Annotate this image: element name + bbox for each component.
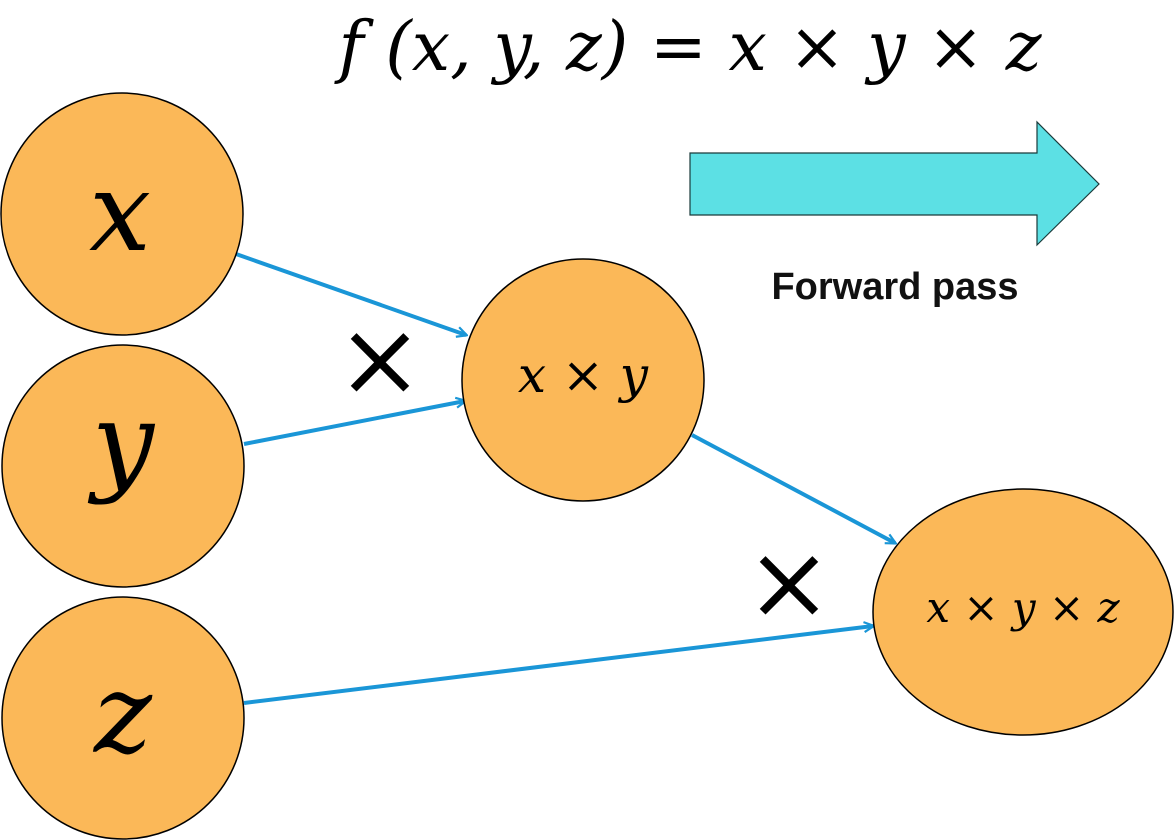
forward-pass-arrow-icon [689, 120, 1100, 247]
multiply-operator-1: × [336, 298, 423, 420]
multiply-operator-2: × [745, 521, 832, 643]
node-xy-circle [461, 258, 705, 502]
node-y-circle [1, 344, 245, 588]
node-xyz-ellipse [872, 488, 1174, 736]
node-xy-label: x × y [518, 346, 649, 404]
node-xyz: x × y × z [872, 488, 1174, 736]
edge-y-to-xy [243, 401, 465, 446]
node-y-label: y [87, 378, 156, 506]
formula-title: f (x, y, z) = x × y × z [333, 8, 1042, 87]
node-x-label: x [89, 148, 151, 276]
node-xy: x × y [461, 258, 705, 502]
node-z: z [1, 596, 245, 840]
node-x: x [0, 92, 244, 336]
node-x-circle [0, 92, 244, 336]
edge-z-to-xyz [243, 626, 873, 705]
node-y: y [1, 344, 245, 588]
edge-xy-to-xyz [691, 433, 895, 545]
node-z-label: z [92, 650, 153, 778]
node-xyz-label: x × y × z [926, 583, 1120, 632]
edge-x-to-xy [235, 252, 466, 335]
forward-pass-label: Forward pass [771, 266, 1018, 308]
node-z-circle [1, 596, 245, 840]
